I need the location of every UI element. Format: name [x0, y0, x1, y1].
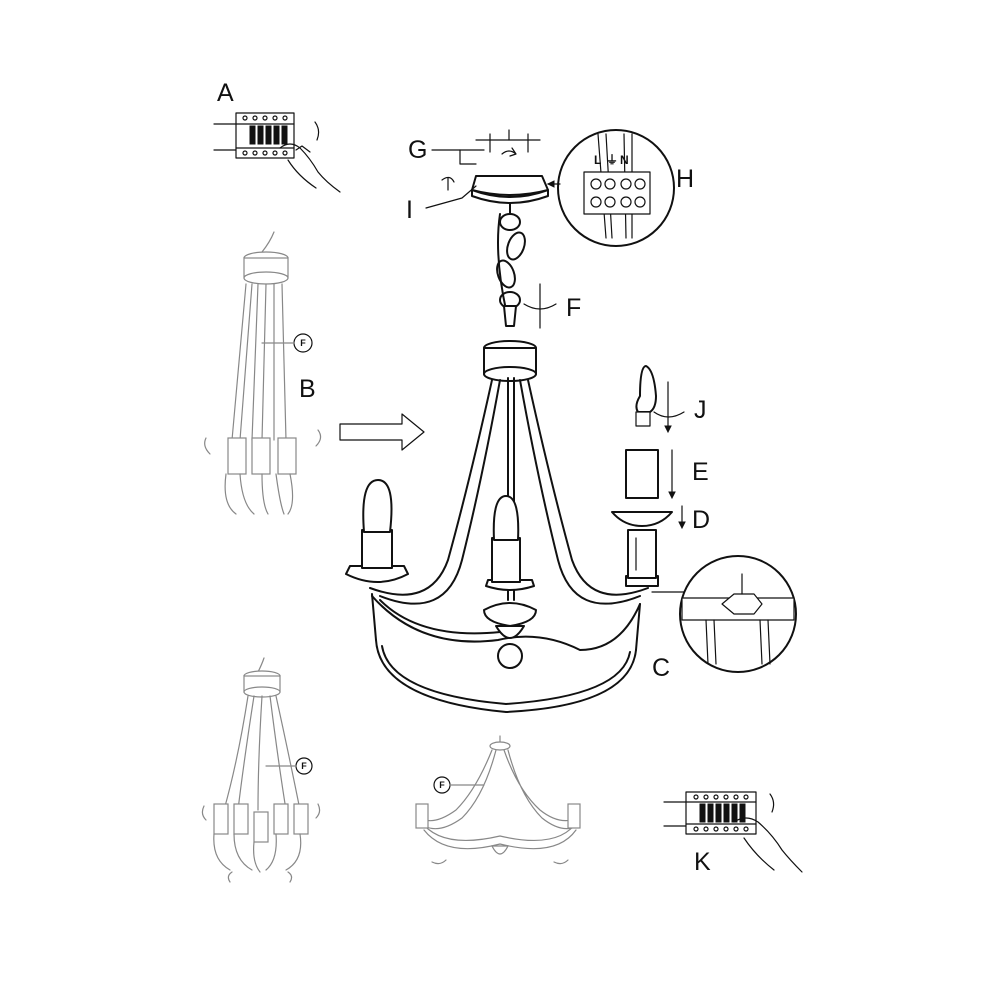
label-b: B — [299, 375, 316, 403]
rotate-left-icon — [204, 437, 211, 455]
screw-icons — [489, 129, 529, 153]
label-h: H — [676, 165, 694, 193]
bulb-left — [362, 479, 393, 533]
panel-bottom-center-chandelier: F — [415, 735, 581, 865]
screw-rotate-left-icon — [441, 176, 455, 191]
label-a: A — [217, 79, 234, 107]
label-g: G — [408, 136, 427, 164]
callout-f-bl-label: F — [301, 761, 307, 771]
panel-b-packed-chandelier: F B — [204, 231, 322, 515]
rotate-k-icon — [769, 793, 775, 813]
inset-h-terminal: L ⏚ N H — [546, 129, 694, 247]
label-e: E — [692, 458, 709, 486]
part-d-drip-tray: D — [611, 505, 710, 534]
panel-bottom-left-chandelier: F — [201, 657, 321, 883]
terminal-l: L — [594, 153, 601, 167]
ceiling-canopy — [471, 175, 549, 196]
panel-k-terminal-block: K — [663, 791, 803, 876]
callout-f-bc-label: F — [439, 780, 445, 790]
label-c: C — [652, 654, 670, 682]
screw-rotate-icon — [501, 147, 517, 157]
label-d: D — [692, 506, 710, 534]
terminal-n: N — [620, 153, 629, 167]
panel-a-terminal-block: A — [213, 79, 341, 193]
direction-arrow-icon — [339, 413, 425, 451]
inset-c-detail — [651, 555, 797, 673]
part-e-sleeve: E — [625, 449, 709, 500]
terminal-earth: ⏚ — [606, 153, 618, 167]
hand-icon — [279, 143, 341, 193]
main-chandelier: G I F — [345, 129, 670, 713]
rotate-right-icon — [315, 429, 322, 447]
rotate-j-icon — [653, 411, 685, 418]
hand-k-icon — [733, 817, 803, 873]
rotate-arrow-icon — [314, 121, 320, 141]
callout-f-b-label: F — [300, 338, 306, 348]
label-j: J — [694, 396, 707, 424]
rotate-f-icon — [523, 303, 557, 310]
label-f: F — [566, 294, 581, 322]
part-j-bulb: J — [635, 365, 707, 434]
label-k: K — [694, 848, 711, 876]
label-i: I — [406, 196, 413, 224]
